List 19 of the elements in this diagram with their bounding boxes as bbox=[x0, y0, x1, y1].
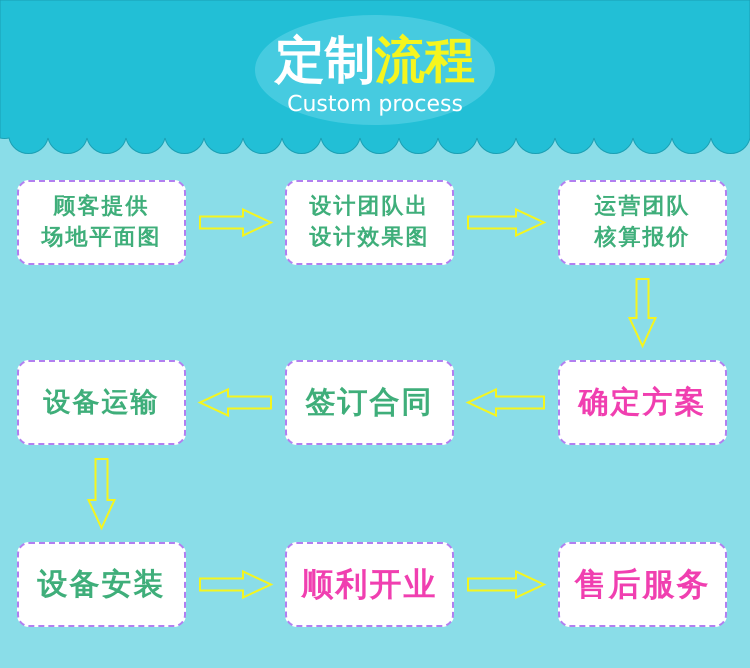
arrow bbox=[199, 208, 274, 238]
arrow bbox=[467, 208, 546, 238]
process-box: 顾客提供场地平面图 bbox=[17, 180, 186, 265]
arrow bbox=[467, 570, 546, 600]
process-box: 运营团队核算报价 bbox=[558, 180, 727, 265]
process-box: 设备运输 bbox=[17, 360, 186, 445]
subtitle: Custom process bbox=[287, 92, 463, 117]
process-box: 设备安装 bbox=[17, 542, 186, 627]
arrow bbox=[628, 278, 658, 348]
title: 定制流程 bbox=[273, 30, 476, 90]
process-box: 确定方案 bbox=[558, 360, 727, 445]
process-box: 签订合同 bbox=[285, 360, 454, 445]
process-box: 设计团队出设计效果图 bbox=[285, 180, 454, 265]
arrow bbox=[86, 458, 116, 530]
arrow bbox=[199, 570, 274, 600]
process-box: 售后服务 bbox=[558, 542, 727, 627]
arrow bbox=[466, 388, 545, 418]
arrow bbox=[198, 388, 272, 418]
process-box: 顺利开业 bbox=[285, 542, 454, 627]
